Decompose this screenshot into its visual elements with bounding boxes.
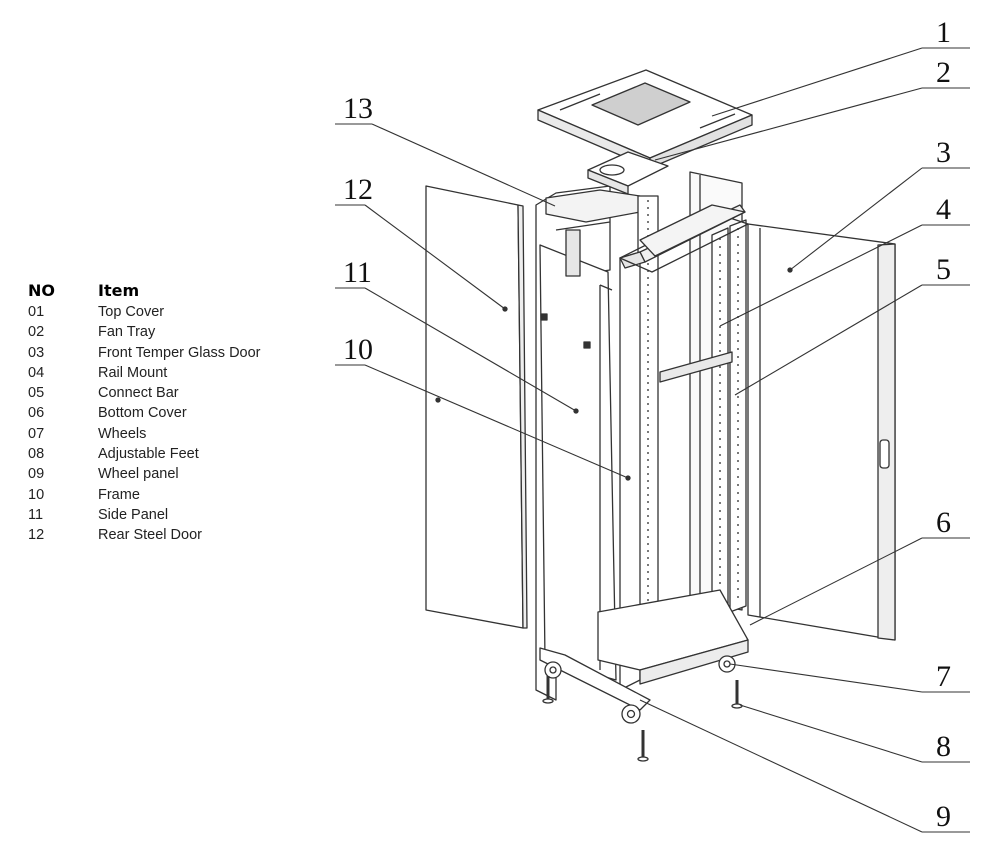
- legend-row-no: 04: [28, 364, 45, 381]
- top-cover: [537, 69, 753, 169]
- callout-numbers: 1 2 3 4 5 6 7 8 9 10 11 12 13: [343, 16, 951, 833]
- legend-row: 02 Fan Tray: [28, 322, 261, 342]
- callout-3: 3: [936, 136, 951, 169]
- callout-12: 12: [343, 173, 373, 206]
- legend-row-item: Top Cover: [98, 304, 165, 320]
- legend-row: 03 Front Temper Glass Door: [28, 343, 261, 363]
- legend-row-item: Connect Bar: [98, 385, 179, 402]
- legend-row-item: Rail Mount: [98, 364, 168, 381]
- parts-legend: NO Item 01 Top Cover 02 Fan Tray 03 Front T…: [28, 282, 261, 546]
- legend-row-no: 05: [28, 385, 45, 402]
- callout-13: 13: [343, 92, 373, 125]
- legend-row-item: Wheels: [98, 425, 147, 442]
- legend-row-no: 03: [28, 344, 45, 361]
- side-panel: [539, 244, 617, 681]
- legend-row-no: 07: [28, 425, 45, 442]
- callout-2: 2: [936, 56, 951, 89]
- legend-header: NO Item: [28, 282, 261, 300]
- legend-row: 09 Wheel panel: [28, 464, 261, 484]
- legend-row: 05 Connect Bar: [28, 383, 261, 403]
- legend-row-item: Rear Steel Door: [98, 527, 202, 544]
- legend-row-no: 01: [28, 304, 45, 320]
- legend-header-item: Item: [98, 281, 140, 300]
- callout-5: 5: [936, 253, 951, 286]
- legend-row: 07 Wheels: [28, 424, 261, 444]
- legend-row-item: Adjustable Feet: [98, 446, 199, 463]
- bottom-cover: [597, 589, 749, 685]
- rail-mount: [659, 219, 747, 621]
- legend-row: 04 Rail Mount: [28, 363, 261, 383]
- wheel-panel: [539, 647, 651, 711]
- callout-4: 4: [936, 193, 951, 226]
- callout-10: 10: [343, 333, 373, 366]
- legend-row-no: 08: [28, 446, 45, 463]
- callout-8: 8: [936, 730, 951, 763]
- callout-1: 1: [936, 16, 951, 49]
- legend-row: 08 Adjustable Feet: [28, 444, 261, 464]
- callout-9: 9: [936, 800, 951, 833]
- legend-row-no: 06: [28, 405, 45, 422]
- adjustable-feet: [542, 676, 743, 762]
- legend-row-no: 09: [28, 466, 45, 483]
- fan-tray: [587, 151, 669, 195]
- legend-row-no: 11: [28, 506, 44, 523]
- legend-row: 01 Top Cover: [28, 302, 261, 322]
- legend-header-no: NO: [28, 281, 55, 300]
- legend-row-no: 02: [28, 324, 45, 341]
- legend-row-item: Bottom Cover: [98, 405, 187, 422]
- callout-11: 11: [343, 256, 372, 289]
- legend-row: 11 Side Panel: [28, 505, 261, 525]
- legend-row-item: Fan Tray: [98, 324, 156, 341]
- legend-row: 12 Rear Steel Door: [28, 525, 261, 545]
- legend-row-no: 10: [28, 486, 45, 503]
- legend-row: 06 Bottom Cover: [28, 403, 261, 423]
- legend-row-item: Side Panel: [98, 506, 169, 523]
- front-glass-door: [747, 223, 896, 641]
- callout-7: 7: [936, 660, 951, 693]
- legend-row-item: Wheel panel: [98, 466, 179, 483]
- legend-row-no: 12: [28, 527, 45, 544]
- legend-row-item: Frame: [98, 486, 140, 503]
- legend-row: 10 Frame: [28, 485, 261, 505]
- rear-steel-door: [425, 185, 528, 629]
- callout-6: 6: [936, 506, 951, 539]
- legend-row-item: Front Temper Glass Door: [98, 344, 261, 361]
- wheels: [544, 655, 736, 724]
- leader-lines: [335, 47, 970, 833]
